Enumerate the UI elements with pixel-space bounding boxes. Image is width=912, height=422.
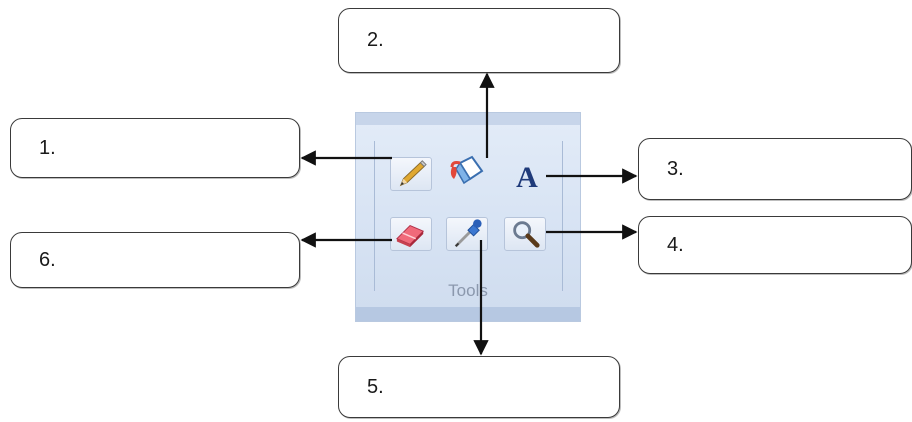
label-box-2: 2. bbox=[338, 8, 620, 73]
label-box-5-text: 5. bbox=[367, 375, 384, 398]
label-box-3: 3. bbox=[638, 138, 912, 200]
eraser-icon bbox=[396, 224, 425, 248]
text-tool-button[interactable]: A bbox=[506, 157, 548, 191]
svg-text:A: A bbox=[516, 161, 538, 191]
fill-bucket-icon bbox=[450, 155, 484, 185]
label-box-5: 5. bbox=[338, 356, 620, 418]
label-box-1: 1. bbox=[10, 118, 300, 178]
fill-tool-button[interactable] bbox=[446, 153, 488, 187]
panel-separator-left bbox=[374, 141, 375, 291]
pencil-icon bbox=[399, 160, 427, 187]
color-picker-icon bbox=[454, 219, 482, 248]
label-box-4: 4. bbox=[638, 216, 912, 274]
panel-separator-right bbox=[562, 141, 563, 291]
text-icon: A bbox=[516, 161, 538, 191]
label-box-4-text: 4. bbox=[667, 233, 684, 256]
eraser-tool-button[interactable] bbox=[390, 217, 432, 251]
label-box-1-text: 1. bbox=[39, 136, 56, 159]
tools-panel: A Tools bbox=[355, 112, 581, 322]
label-box-6-text: 6. bbox=[39, 248, 56, 271]
label-box-2-text: 2. bbox=[367, 29, 384, 51]
pencil-tool-button[interactable] bbox=[390, 157, 432, 191]
tools-group-label: Tools bbox=[448, 281, 488, 300]
panel-top-bar bbox=[356, 113, 580, 125]
magnifier-tool-button[interactable] bbox=[504, 217, 546, 251]
magnifier-icon bbox=[513, 221, 540, 248]
label-box-3-text: 3. bbox=[667, 157, 684, 180]
panel-bottom-bar bbox=[356, 307, 580, 321]
label-box-6: 6. bbox=[10, 232, 300, 288]
